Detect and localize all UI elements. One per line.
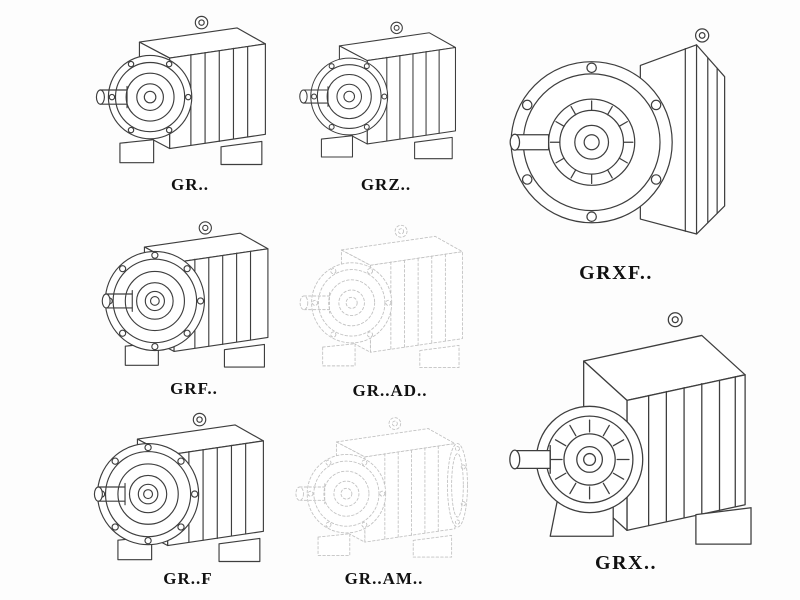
gearbox-adapter-phantom-drawing xyxy=(292,212,488,380)
figure-gr-am: GR..AM.. xyxy=(288,406,480,590)
figure-label-gr-f: GR..F xyxy=(163,569,213,588)
figure-label-gr-ad: GR..AD.. xyxy=(352,381,428,400)
gearbox-flange-mounted-drawing xyxy=(94,210,294,378)
figure-label-grxf: GRXF.. xyxy=(579,262,653,284)
figure-label-grf: GRF.. xyxy=(170,379,218,398)
figure-label-grx: GRX.. xyxy=(595,552,657,574)
gearbox-front-flange-drawing xyxy=(509,28,726,235)
figure-grx: GRX.. xyxy=(492,300,760,574)
gearbox-large-foot-mounted-drawing xyxy=(509,312,752,545)
figure-gr: GR.. xyxy=(88,6,292,196)
gearbox-foot-mounted-drawing xyxy=(88,6,292,174)
gearbox-side-flange-phantom-drawing xyxy=(288,406,480,568)
figure-label-gr-am: GR..AM.. xyxy=(344,569,424,588)
gearbox-flange-mounted-drawing xyxy=(86,406,290,568)
figure-gr-f: GR..F xyxy=(86,406,290,590)
gearbox-foot-mounted-drawing xyxy=(292,6,480,174)
figure-grxf: GRXF.. xyxy=(498,0,734,284)
figure-label-gr: GR.. xyxy=(171,175,209,194)
figure-gr-ad: GR..AD.. xyxy=(292,212,488,402)
figure-grf: GRF.. xyxy=(94,210,294,400)
figure-grz: GRZ.. xyxy=(292,6,480,196)
figure-label-grz: GRZ.. xyxy=(360,175,412,194)
